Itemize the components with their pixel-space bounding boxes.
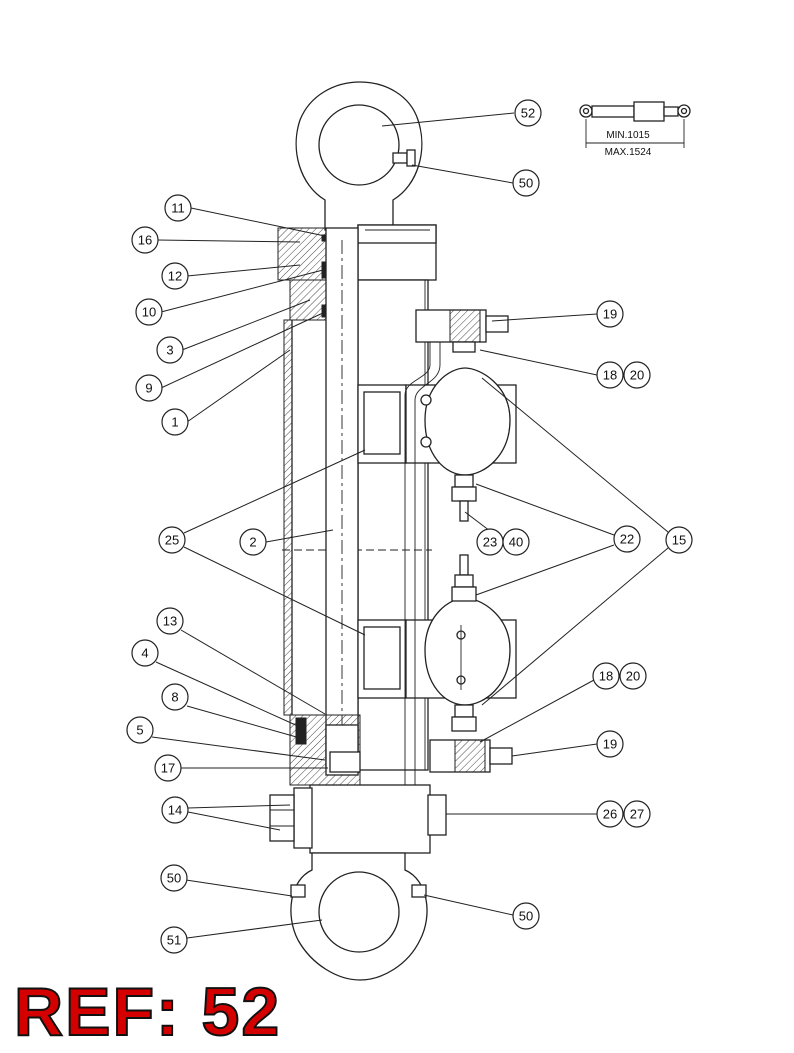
callout-17: 17 [154, 754, 182, 782]
svg-text:25: 25 [165, 533, 179, 548]
callout-52-top: 52 [514, 99, 542, 127]
svg-text:22: 22 [620, 532, 634, 547]
svg-text:2: 2 [249, 535, 256, 550]
callout-14: 14 [161, 796, 189, 824]
valve-block-upper [415, 309, 509, 353]
callout-11: 11 [164, 194, 192, 222]
valve-block-lower [429, 739, 513, 773]
svg-text:50: 50 [519, 176, 533, 191]
svg-text:20: 20 [630, 368, 644, 383]
reference-label: REF: 52 [13, 974, 282, 1050]
cylinder-head [277, 224, 437, 321]
svg-text:50: 50 [167, 871, 181, 886]
svg-text:16: 16 [138, 233, 152, 248]
dimension-inset: MIN.1015 MAX.1524 [579, 101, 691, 158]
bottom-eye [290, 852, 428, 981]
callout-50-left: 50 [160, 864, 188, 892]
callout-13: 13 [156, 607, 184, 635]
svg-text:52: 52 [521, 106, 535, 121]
callout-51: 51 [160, 926, 188, 954]
svg-text:13: 13 [163, 614, 177, 629]
svg-text:4: 4 [141, 646, 148, 661]
piston-rod [325, 227, 359, 769]
svg-text:11: 11 [171, 201, 185, 216]
svg-text:19: 19 [603, 737, 617, 752]
callout-20-top: 20 [623, 361, 651, 389]
svg-text:17: 17 [161, 761, 175, 776]
svg-text:8: 8 [171, 690, 178, 705]
accumulator-lower [424, 554, 511, 732]
callout-40: 40 [502, 528, 530, 556]
callout-25: 25 [158, 526, 186, 554]
callout-26: 26 [596, 800, 624, 828]
svg-text:26: 26 [603, 807, 617, 822]
callout-4: 4 [131, 639, 159, 667]
callout-20-bottom: 20 [619, 662, 647, 690]
callout-18-bottom: 18 [592, 662, 620, 690]
svg-text:20: 20 [626, 669, 640, 684]
svg-text:19: 19 [603, 307, 617, 322]
svg-text:12: 12 [168, 269, 182, 284]
accumulator-upper [420, 367, 511, 522]
callout-50-top: 50 [512, 169, 540, 197]
svg-text:27: 27 [630, 807, 644, 822]
callout-19-bottom: 19 [596, 730, 624, 758]
leader-lines [151, 112, 669, 939]
callout-3: 3 [156, 336, 184, 364]
callout-22: 22 [613, 525, 641, 553]
callout-18-top: 18 [596, 361, 624, 389]
callout-2: 2 [239, 528, 267, 556]
callout-8: 8 [161, 683, 189, 711]
cylinder-base [269, 714, 447, 854]
callout-50-right: 50 [512, 902, 540, 930]
callout-15: 15 [665, 526, 693, 554]
callout-5: 5 [126, 716, 154, 744]
callout-9: 9 [135, 374, 163, 402]
top-grease-nipple [392, 149, 416, 167]
svg-text:5: 5 [136, 723, 143, 738]
svg-text:1: 1 [171, 415, 178, 430]
top-eye [295, 81, 423, 231]
svg-text:18: 18 [603, 368, 617, 383]
svg-text:14: 14 [168, 803, 182, 818]
callout-27: 27 [623, 800, 651, 828]
callout-10: 10 [135, 298, 163, 326]
callout-19-top: 19 [596, 300, 624, 328]
dimension-min: MIN.1015 [606, 130, 650, 141]
svg-text:10: 10 [142, 305, 156, 320]
svg-text:3: 3 [166, 343, 173, 358]
svg-text:40: 40 [509, 535, 523, 550]
svg-text:51: 51 [167, 933, 181, 948]
svg-text:9: 9 [145, 381, 152, 396]
svg-text:15: 15 [672, 533, 686, 548]
callout-16: 16 [131, 226, 159, 254]
callout-23: 23 [476, 528, 504, 556]
dimension-max: MAX.1524 [605, 147, 652, 158]
svg-text:18: 18 [599, 669, 613, 684]
callout-12: 12 [161, 262, 189, 290]
callout-1: 1 [161, 408, 189, 436]
svg-text:50: 50 [519, 909, 533, 924]
svg-text:23: 23 [483, 535, 497, 550]
